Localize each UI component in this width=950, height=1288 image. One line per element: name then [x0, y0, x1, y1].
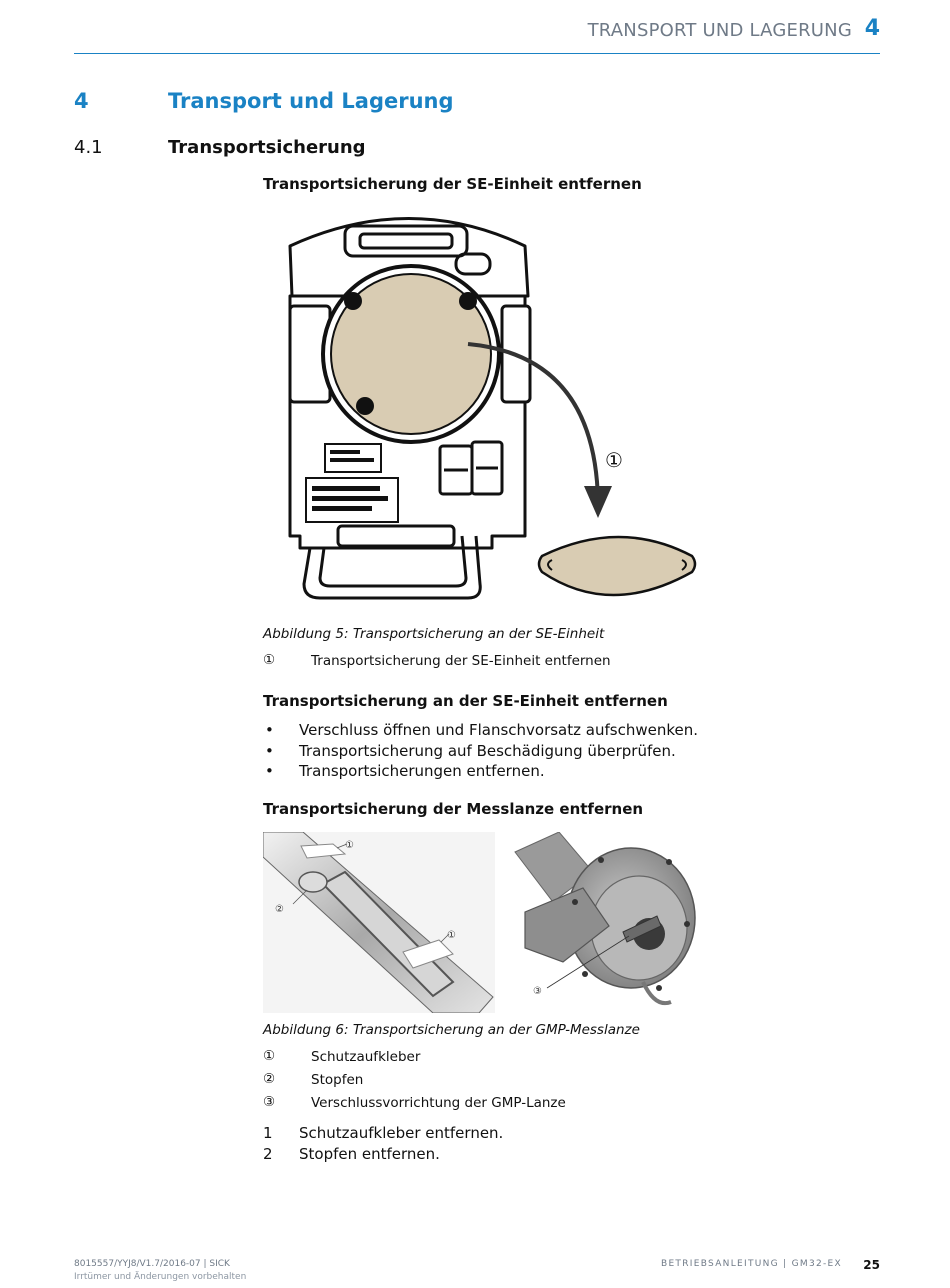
- running-header-chapter-number: 4: [864, 16, 880, 41]
- bullet-dot: •: [265, 721, 274, 739]
- header-divider: [74, 53, 880, 54]
- chapter-number: 4: [74, 89, 89, 113]
- figure6-heading: Transportsicherung der Messlanze entfern…: [263, 800, 644, 818]
- step-item: 1 Schutzaufkleber entfernen.: [263, 1124, 823, 1145]
- section-number: 4.1: [74, 137, 103, 158]
- bullet-item: • Transportsicherungen entfernen.: [263, 762, 823, 783]
- figure6-callout: ①: [345, 840, 354, 851]
- bullet-text: Verschluss öffnen und Flanschvorsatz auf…: [299, 721, 698, 739]
- step-text: Schutzaufkleber entfernen.: [299, 1124, 504, 1142]
- footer-manual-title: BETRIEBSANLEITUNG | GM32-EX: [660, 1259, 842, 1269]
- step-item: 2 Stopfen entfernen.: [263, 1145, 823, 1166]
- running-header-title: TRANSPORT UND LAGERUNG: [587, 20, 852, 41]
- figure6-legend-item: ③ Verschlussvorrichtung der GMP-Lanze: [263, 1094, 763, 1114]
- legend-text: Transportsicherung der SE-Einheit entfer…: [311, 653, 611, 669]
- chapter-title: Transport und Lagerung: [168, 89, 454, 113]
- legend-key: ③: [263, 1094, 276, 1110]
- bullet-text: Transportsicherung auf Beschädigung über…: [299, 741, 676, 760]
- bullet-text: Transportsicherungen entfernen.: [299, 762, 545, 780]
- legend-key: ①: [263, 1048, 276, 1064]
- bullet-item: • Transportsicherung auf Beschädigung üb…: [263, 742, 823, 763]
- figure5-callout: ①: [605, 448, 623, 472]
- gmp-lance-photo: ① ② ① ③: [263, 832, 697, 1013]
- footer-document-id: 8015557/YYJ8/V1.7/2016-07 | SICK: [74, 1259, 230, 1269]
- bullet-item: • Verschluss öffnen und Flanschvorsatz a…: [263, 721, 823, 742]
- legend-key: ①: [263, 652, 276, 668]
- procedure1-bullet-list: • Verschluss öffnen und Flanschvorsatz a…: [263, 721, 823, 783]
- step-number: 2: [263, 1144, 273, 1163]
- figure5-heading: Transportsicherung der SE-Einheit entfer…: [263, 175, 642, 193]
- figure5-caption: Abbildung 5: Transportsicherung an der S…: [263, 626, 605, 642]
- se-unit-illustration: [288, 217, 697, 600]
- figure6-callout: ②: [275, 904, 284, 915]
- bullet-dot: •: [265, 762, 274, 780]
- procedure2-step-list: 1 Schutzaufkleber entfernen. 2 Stopfen e…: [263, 1124, 823, 1165]
- figure6-callout: ③: [533, 986, 542, 997]
- figure6-caption: Abbildung 6: Transportsicherung an der G…: [263, 1022, 640, 1038]
- figure6-callout: ①: [447, 930, 456, 941]
- figure6-legend-item: ① Schutzaufkleber: [263, 1048, 763, 1068]
- step-number: 1: [263, 1124, 273, 1142]
- page-number: 25: [863, 1258, 880, 1272]
- procedure1-heading: Transportsicherung an der SE-Einheit ent…: [263, 692, 668, 710]
- section-title: Transportsicherung: [168, 137, 366, 158]
- legend-key: ②: [263, 1071, 276, 1087]
- legend-text: Stopfen: [311, 1072, 364, 1088]
- figure6-legend-item: ② Stopfen: [263, 1071, 763, 1091]
- legend-text: Verschlussvorrichtung der GMP-Lanze: [311, 1095, 566, 1111]
- figure5-legend-item: ① Transportsicherung der SE-Einheit entf…: [263, 652, 763, 672]
- bullet-dot: •: [265, 741, 274, 760]
- legend-text: Schutzaufkleber: [311, 1049, 421, 1065]
- step-text: Stopfen entfernen.: [299, 1144, 440, 1163]
- footer-disclaimer: Irrtümer und Änderungen vorbehalten: [74, 1272, 247, 1282]
